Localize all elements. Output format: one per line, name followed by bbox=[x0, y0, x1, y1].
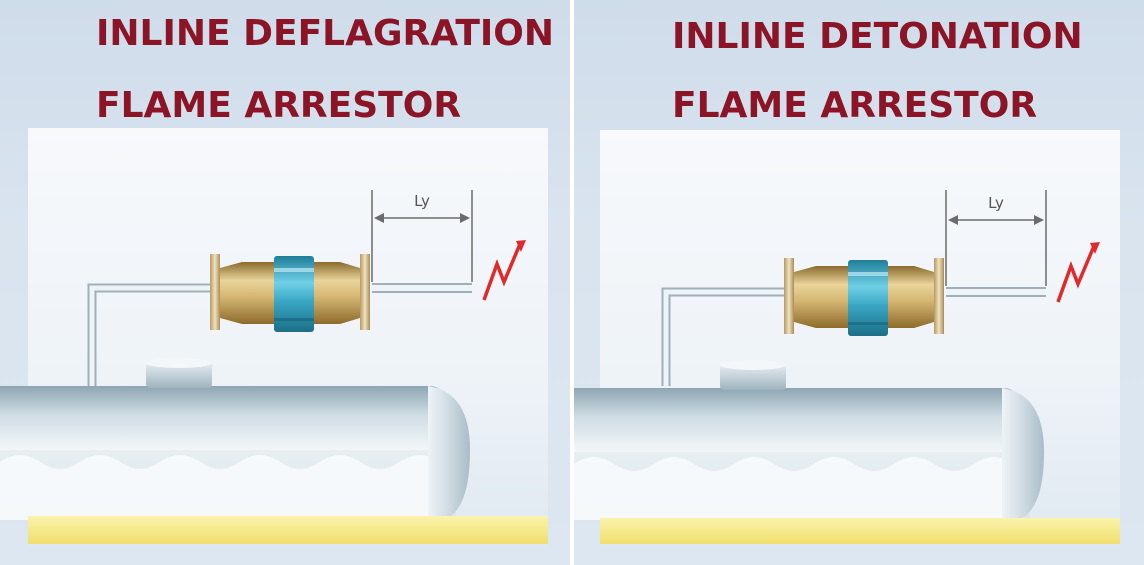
deflagration-panel: Ly INLINE DEFLAGRATION FLA bbox=[0, 0, 570, 565]
storage-tank bbox=[574, 388, 1044, 520]
ly-dimension: Ly bbox=[945, 190, 1047, 286]
vent-pipe bbox=[661, 287, 786, 386]
ground-strip bbox=[600, 518, 1120, 544]
panel-title-line1: INLINE DETONATION bbox=[672, 16, 1083, 57]
arrestor-element bbox=[848, 260, 888, 336]
lightning-spark-icon bbox=[1056, 242, 1100, 303]
detonation-scene: Ly bbox=[574, 130, 1120, 546]
detonation-panel: Ly INLINE DETONATION FLAME ARRESTOR bbox=[574, 0, 1144, 565]
ly-dimension: Ly bbox=[371, 190, 473, 282]
deflagration-scene: Ly bbox=[0, 128, 548, 546]
lightning-spark-icon bbox=[482, 240, 526, 301]
dimension-label: Ly bbox=[414, 192, 430, 210]
outlet-pipe bbox=[372, 283, 472, 293]
tank-manhole bbox=[146, 358, 212, 388]
outlet-pipe bbox=[946, 287, 1046, 297]
panel-title-line2: FLAME ARRESTOR bbox=[96, 85, 462, 126]
tank-manhole bbox=[720, 360, 786, 390]
vent-pipe bbox=[87, 283, 212, 386]
arrestor-element bbox=[274, 256, 314, 332]
panel-title-line2: FLAME ARRESTOR bbox=[672, 85, 1038, 126]
flame-arrestor bbox=[210, 254, 370, 332]
storage-tank bbox=[0, 386, 470, 520]
ground-strip bbox=[28, 516, 548, 544]
panel-title-line1: INLINE DEFLAGRATION bbox=[96, 13, 554, 54]
dimension-label: Ly bbox=[988, 194, 1004, 212]
flame-arrestor bbox=[784, 258, 944, 336]
panel-divider bbox=[570, 0, 574, 565]
